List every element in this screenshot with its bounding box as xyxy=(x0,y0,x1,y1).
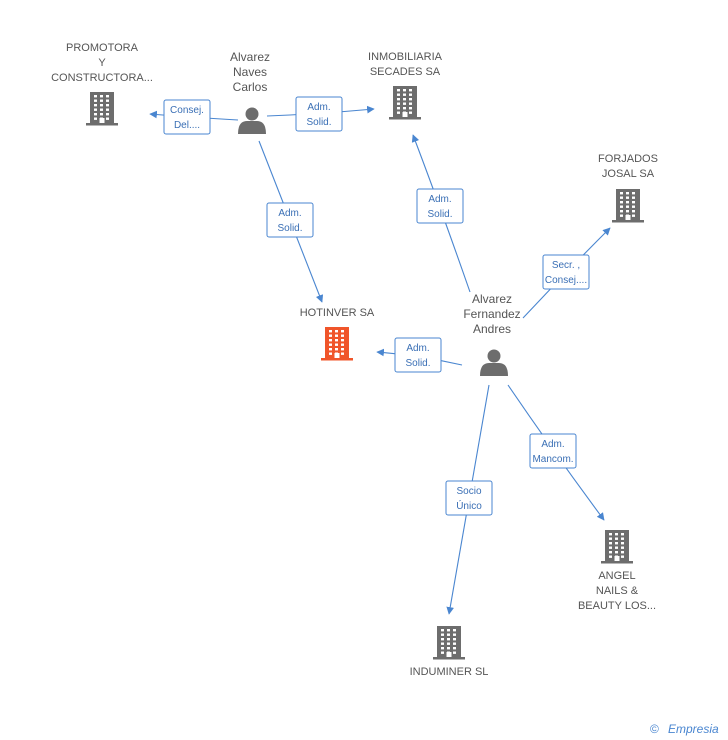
building-icon xyxy=(321,327,353,361)
person-label[interactable]: Alvarez xyxy=(230,50,270,64)
edge-label-text: Adm. xyxy=(428,194,451,205)
company-label[interactable]: HOTINVER SA xyxy=(300,307,375,319)
building-icon xyxy=(612,189,644,223)
person-label[interactable]: Naves xyxy=(233,65,267,79)
edge-alvarez_fernandez-to-forjados: Secr. , Consej.... xyxy=(522,227,611,319)
edge-label-text: Consej.... xyxy=(545,275,587,286)
edge-label-text: Adm. xyxy=(278,208,301,219)
edge-label-text: Adm. xyxy=(541,439,564,450)
person-label[interactable]: Andres xyxy=(473,322,511,336)
edge-alvarez_naves-to-inmobiliaria: Adm. Solid. xyxy=(266,96,375,132)
company-label[interactable]: ANGEL xyxy=(598,570,635,582)
edge-label-box[interactable] xyxy=(394,337,442,373)
company-node-forjados[interactable]: FORJADOS JOSAL SA xyxy=(598,153,658,223)
building-icon xyxy=(389,86,421,120)
edge-label-text: Adm. xyxy=(406,343,429,354)
edge-alvarez_fernandez-to-hotinver: Adm. Solid. xyxy=(376,337,463,373)
edge-label-text: Secr. , xyxy=(552,260,580,271)
building-icon xyxy=(86,92,118,126)
company-node-inmobiliaria[interactable]: INMOBILIARIA SECADES SA xyxy=(368,51,443,120)
building-icon xyxy=(601,530,633,564)
edge-alvarez_fernandez-to-inmobiliaria: Adm. Solid. xyxy=(411,134,471,293)
edge-label-text: Solid. xyxy=(277,223,302,234)
edge-label-box[interactable] xyxy=(266,202,314,238)
edge-label-text: Adm. xyxy=(307,102,330,113)
edge-alvarez_fernandez-to-angel: Adm. Mancom. xyxy=(507,384,605,521)
edge-label-text: Solid. xyxy=(306,117,331,128)
company-label[interactable]: JOSAL SA xyxy=(602,168,655,180)
edge-label-box[interactable] xyxy=(445,480,493,516)
edge-label-box[interactable] xyxy=(529,433,577,469)
person-icon xyxy=(480,349,508,376)
edge-label-text: Solid. xyxy=(405,358,430,369)
edge-alvarez_naves-to-hotinver: Adm. Solid. xyxy=(258,140,324,303)
building-icon xyxy=(433,626,465,660)
edge-label-text: Solid. xyxy=(427,209,452,220)
company-node-hotinver[interactable]: HOTINVER SA xyxy=(300,307,375,361)
person-icon xyxy=(238,107,266,134)
edges-layer: Consej. Del.... Adm. Solid. Adm. Solid. Adm. So… xyxy=(149,96,611,615)
edge-label-text: Del.... xyxy=(174,120,200,131)
watermark-brand[interactable]: Empresia xyxy=(668,722,719,736)
edge-label-text: Mancom. xyxy=(532,454,573,465)
edge-label-text: Consej. xyxy=(170,105,204,116)
company-label[interactable]: CONSTRUCTORA... xyxy=(51,72,153,84)
person-label[interactable]: Alvarez xyxy=(472,292,512,306)
company-label[interactable]: PROMOTORA xyxy=(66,42,139,54)
copyright-symbol: © xyxy=(650,722,659,736)
edge-label-box[interactable] xyxy=(163,99,211,135)
company-label[interactable]: INDUMINER SL xyxy=(410,666,489,678)
edge-alvarez_naves-to-promotora: Consej. Del.... xyxy=(149,99,239,135)
company-label[interactable]: FORJADOS xyxy=(598,153,658,165)
edge-label-text: Socio xyxy=(456,486,481,497)
nodes-layer: PROMOTORA Y CONSTRUCTORA... INMOBILIARIA SEC… xyxy=(51,42,658,678)
company-label[interactable]: BEAUTY LOS... xyxy=(578,600,656,612)
watermark: © Empresia xyxy=(650,722,719,736)
edge-label-text: Único xyxy=(456,499,482,512)
company-node-angel[interactable]: ANGEL NAILS & BEAUTY LOS... xyxy=(578,530,656,612)
company-label[interactable]: Y xyxy=(98,57,106,69)
edge-label-box[interactable] xyxy=(416,188,464,224)
company-label[interactable]: NAILS & xyxy=(596,585,639,597)
company-label[interactable]: SECADES SA xyxy=(370,66,441,78)
edge-label-box[interactable] xyxy=(295,96,343,132)
company-node-induminer[interactable]: INDUMINER SL xyxy=(410,626,489,678)
person-label[interactable]: Carlos xyxy=(233,80,268,94)
company-node-promotora[interactable]: PROMOTORA Y CONSTRUCTORA... xyxy=(51,42,153,126)
person-label[interactable]: Fernandez xyxy=(463,307,520,321)
company-label[interactable]: INMOBILIARIA xyxy=(368,51,443,63)
edge-label-box[interactable] xyxy=(542,254,590,290)
